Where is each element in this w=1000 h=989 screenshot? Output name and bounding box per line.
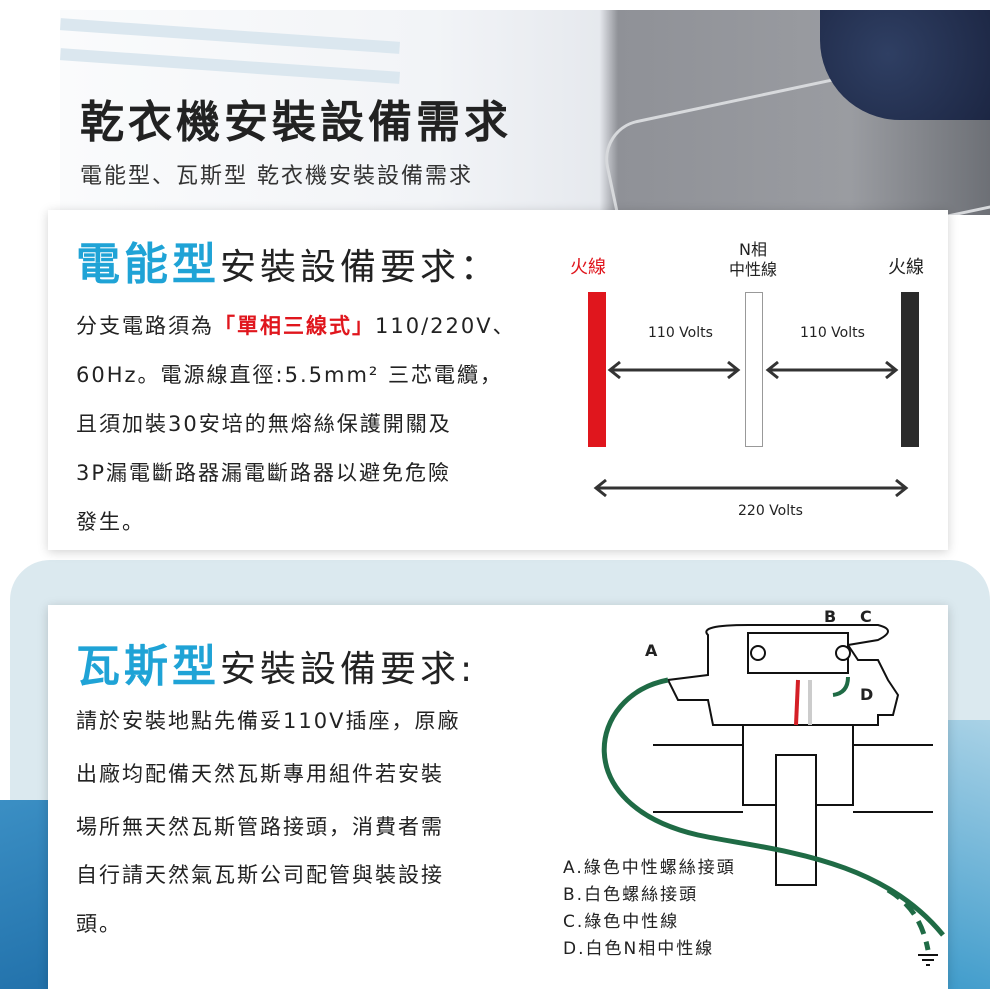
diagram-label-b: B	[824, 607, 837, 626]
fabric-stripe	[60, 48, 401, 84]
arrows	[593, 360, 909, 498]
page-subtitle: 電能型、瓦斯型 乾衣機安裝設備需求	[80, 164, 473, 189]
page-title: 乾衣機安裝設備需求	[80, 97, 512, 148]
volt-label: 110 Volts	[648, 325, 713, 341]
diagram-legend: A.綠色中性螺絲接頭 B.白色螺絲接頭 C.綠色中性線 D.白色N相中性線	[563, 855, 736, 963]
white-wire-bar	[745, 292, 763, 447]
hot-wire-label: 火線	[888, 257, 924, 278]
gas-heading: 瓦斯型安裝設備要求:	[76, 630, 476, 694]
knit-fabric	[820, 10, 990, 120]
body-line: 發生。	[76, 510, 145, 534]
heading-accent: 電能型	[76, 239, 220, 290]
legend-item: C.綠色中性線	[563, 912, 680, 932]
legend-item: B.白色螺絲接頭	[563, 885, 699, 905]
hot-wire-label: 火線	[570, 257, 606, 278]
body-line: 分支電路須為「單相三線式」110/220V、	[76, 314, 516, 338]
electric-body: 分支電路須為「單相三線式」110/220V、 60Hz。電源線直徑:5.5mm²…	[76, 302, 566, 547]
gas-section: 瓦斯型安裝設備要求: 請於安裝地點先備妥110V插座，原廠 出廠均配備天然瓦斯專…	[48, 605, 948, 989]
diagram-label-d: D	[860, 685, 874, 704]
diagram-label-c: C	[860, 607, 872, 626]
body-line: 場所無天然瓦斯管路接頭，消費者需	[76, 815, 444, 839]
body-line: 且須加裝30安培的無熔絲保護開關及	[76, 412, 452, 436]
highlight-text: 「單相三線式」	[214, 314, 375, 338]
heading-rest: 安裝設備要求：	[220, 247, 501, 288]
diagram-label-a: A	[645, 641, 658, 660]
terminal-block-diagram	[601, 624, 945, 966]
black-wire-bar	[901, 292, 919, 447]
body-line: 60Hz。電源線直徑:5.5mm² 三芯電纜，	[76, 363, 504, 387]
red-wire-bar	[588, 292, 606, 447]
electric-heading: 電能型安裝設備要求：	[76, 228, 500, 292]
electric-section: 電能型安裝設備要求： 分支電路須為「單相三線式」110/220V、 60Hz。電…	[48, 210, 948, 550]
fabric-stripe	[60, 18, 401, 54]
legend-item: A.綠色中性螺絲接頭	[563, 858, 736, 878]
body-line: 出廠均配備天然瓦斯專用組件若安裝	[76, 762, 444, 786]
neutral-label-2: 中性線	[728, 260, 777, 279]
body-line: 頭。	[76, 912, 122, 936]
body-line: 請於安裝地點先備妥110V插座，原廠	[76, 709, 461, 733]
legend-item: D.白色N相中性線	[563, 939, 715, 959]
volt-label: 110 Volts	[800, 325, 865, 341]
heading-rest: 安裝設備要求:	[220, 649, 477, 690]
volt-label: 220 Volts	[738, 503, 803, 519]
body-line: 自行請天然氣瓦斯公司配管與裝設接	[76, 863, 444, 887]
hero-photo	[60, 10, 990, 215]
wiring-diagram: 火線 N相 中性線 火線 110 Volts 110 Volts 220 Vol…	[568, 210, 948, 550]
body-line: 3P漏電斷路器漏電斷路器以避免危險	[76, 461, 452, 485]
neutral-label-1: N相	[739, 240, 767, 259]
gas-body: 請於安裝地點先備妥110V插座，原廠 出廠均配備天然瓦斯專用組件若安裝 場所無天…	[76, 697, 566, 949]
heading-accent: 瓦斯型	[76, 641, 220, 692]
